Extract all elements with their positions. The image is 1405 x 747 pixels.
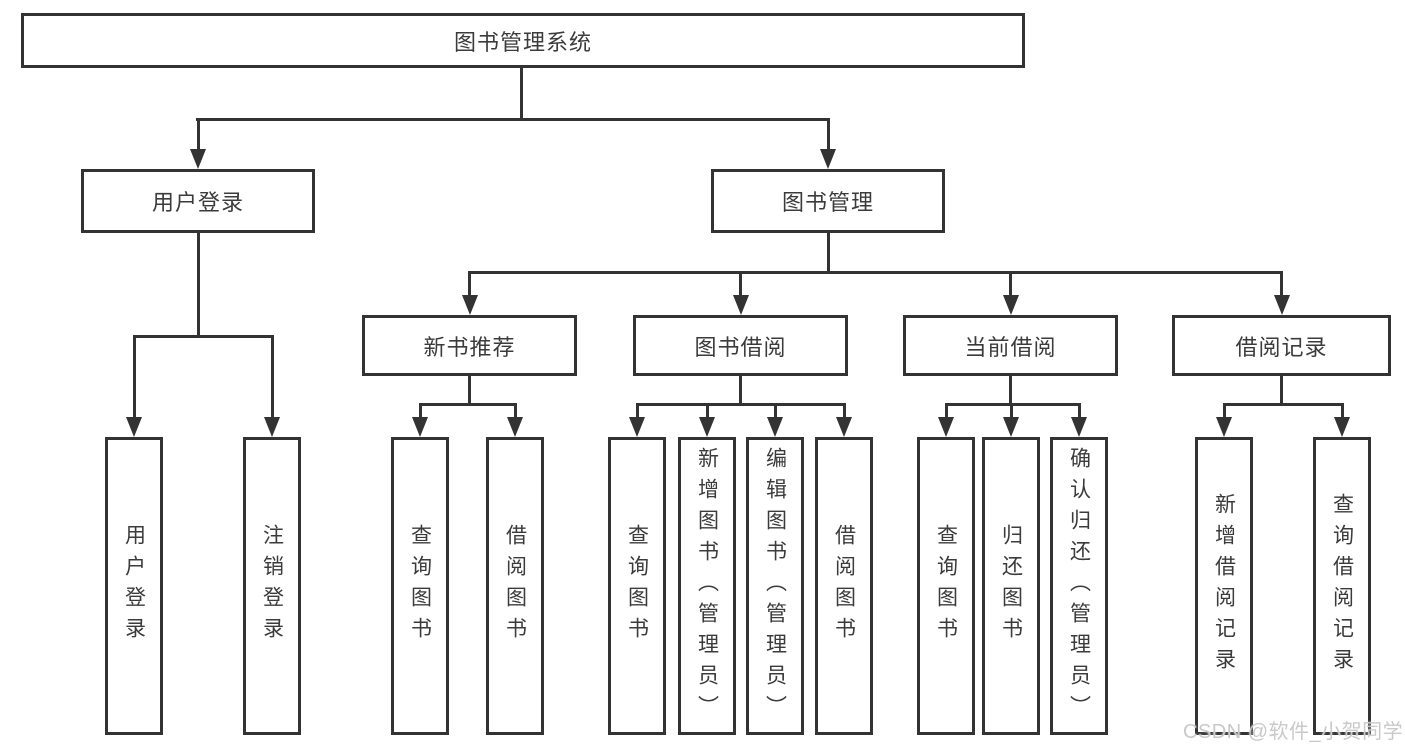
leaf-user-login: 用户登录 bbox=[105, 437, 163, 735]
leaf-bb-borrow-books-label: 借阅图书 bbox=[832, 524, 856, 648]
leaf-bb-query-books-label: 查询图书 bbox=[625, 524, 649, 648]
leaf-bb-edit-books: 编辑图书（管理员） bbox=[746, 437, 804, 735]
connector-user-login-hline bbox=[132, 335, 274, 338]
connector-arrow-bb-query bbox=[629, 403, 645, 437]
csdn-watermark: CSDN @软件_小贺同学 bbox=[1183, 721, 1404, 743]
leaf-bb-add-books-label: 新增图书（管理员） bbox=[695, 446, 719, 726]
node-current-borrowing-label: 当前借阅 bbox=[964, 334, 1057, 360]
leaf-br-add-record-label: 新增借阅记录 bbox=[1212, 493, 1236, 679]
connector-borrowing-records-hline bbox=[1222, 403, 1344, 406]
connector-arrow-nb-query bbox=[412, 403, 428, 437]
leaf-bb-borrow-books: 借阅图书 bbox=[815, 437, 873, 735]
leaf-nb-borrow-books-label: 借阅图书 bbox=[503, 524, 527, 648]
connector-borrowing-records-stub bbox=[1280, 376, 1283, 406]
leaf-br-add-record: 新增借阅记录 bbox=[1195, 437, 1253, 735]
connector-arrow-user-login bbox=[190, 118, 206, 169]
node-book-borrowing: 图书借阅 bbox=[633, 315, 848, 376]
connector-book-borrowing-stub bbox=[739, 376, 742, 406]
connector-root-hline bbox=[196, 118, 830, 121]
node-root-label: 图书管理系统 bbox=[453, 29, 592, 55]
connector-arrow-book-borrowing bbox=[732, 271, 749, 315]
leaf-logout: 注销登录 bbox=[243, 437, 301, 735]
leaf-logout-label: 注销登录 bbox=[260, 524, 284, 648]
connector-book-borrowing-hline bbox=[635, 403, 846, 406]
node-root: 图书管理系统 bbox=[21, 13, 1025, 68]
connector-arrow-nb-borrow bbox=[507, 403, 523, 437]
leaf-cb-confirm-return-label: 确认归还（管理员） bbox=[1067, 446, 1091, 726]
connector-user-login-stub bbox=[196, 233, 200, 338]
connector-arrow-cb-query bbox=[938, 403, 954, 437]
connector-current-borrowing-stub bbox=[1009, 376, 1012, 406]
connector-current-borrowing-hline bbox=[944, 403, 1081, 406]
connector-book-management-stub bbox=[826, 233, 830, 274]
connector-book-management-hline bbox=[468, 271, 1283, 274]
node-user-login: 用户登录 bbox=[81, 169, 315, 233]
node-borrowing-records: 借阅记录 bbox=[1172, 315, 1391, 376]
connector-arrow-bb-edit bbox=[767, 403, 783, 437]
connector-arrow-leaf-logout bbox=[264, 335, 280, 437]
connector-new-book-hline bbox=[418, 403, 517, 406]
leaf-br-query-record: 查询借阅记录 bbox=[1313, 437, 1371, 735]
connector-arrow-book-management bbox=[820, 118, 836, 169]
node-book-management-label: 图书管理 bbox=[781, 190, 874, 215]
leaf-cb-query-books: 查询图书 bbox=[917, 437, 975, 735]
node-book-borrowing-label: 图书借阅 bbox=[694, 334, 787, 360]
leaf-br-query-record-label: 查询借阅记录 bbox=[1330, 493, 1354, 679]
leaf-cb-query-books-label: 查询图书 bbox=[934, 524, 958, 648]
connector-new-book-stub bbox=[468, 376, 471, 406]
node-new-book-recommend-label: 新书推荐 bbox=[423, 334, 516, 360]
leaf-nb-borrow-books: 借阅图书 bbox=[486, 437, 544, 735]
node-book-management: 图书管理 bbox=[711, 169, 945, 233]
leaf-bb-add-books: 新增图书（管理员） bbox=[678, 437, 736, 735]
connector-arrow-new-book-recommend bbox=[461, 271, 478, 315]
leaf-bb-query-books: 查询图书 bbox=[608, 437, 666, 735]
connector-arrow-current-borrowing bbox=[1002, 271, 1019, 315]
leaf-bb-edit-books-label: 编辑图书（管理员） bbox=[763, 446, 787, 726]
node-user-login-label: 用户登录 bbox=[151, 190, 244, 215]
connector-arrow-cb-confirm bbox=[1071, 403, 1087, 437]
leaf-cb-return-books: 归还图书 bbox=[982, 437, 1040, 735]
node-borrowing-records-label: 借阅记录 bbox=[1235, 334, 1328, 360]
leaf-nb-query-books-label: 查询图书 bbox=[408, 524, 432, 648]
node-current-borrowing: 当前借阅 bbox=[903, 315, 1118, 376]
connector-arrow-br-query bbox=[1334, 403, 1350, 437]
leaf-cb-confirm-return: 确认归还（管理员） bbox=[1050, 437, 1108, 735]
connector-arrow-br-add bbox=[1216, 403, 1232, 437]
connector-arrow-cb-return bbox=[1003, 403, 1019, 437]
connector-arrow-borrowing-records bbox=[1273, 271, 1290, 315]
connector-arrow-leaf-user-login bbox=[126, 335, 142, 437]
leaf-nb-query-books: 查询图书 bbox=[391, 437, 449, 735]
leaf-user-login-label: 用户登录 bbox=[122, 524, 146, 648]
leaf-cb-return-books-label: 归还图书 bbox=[999, 524, 1023, 648]
connector-arrow-bb-add bbox=[699, 403, 715, 437]
connector-arrow-bb-borrow bbox=[836, 403, 852, 437]
node-new-book-recommend: 新书推荐 bbox=[362, 315, 577, 376]
connector-root-stub bbox=[520, 68, 523, 118]
